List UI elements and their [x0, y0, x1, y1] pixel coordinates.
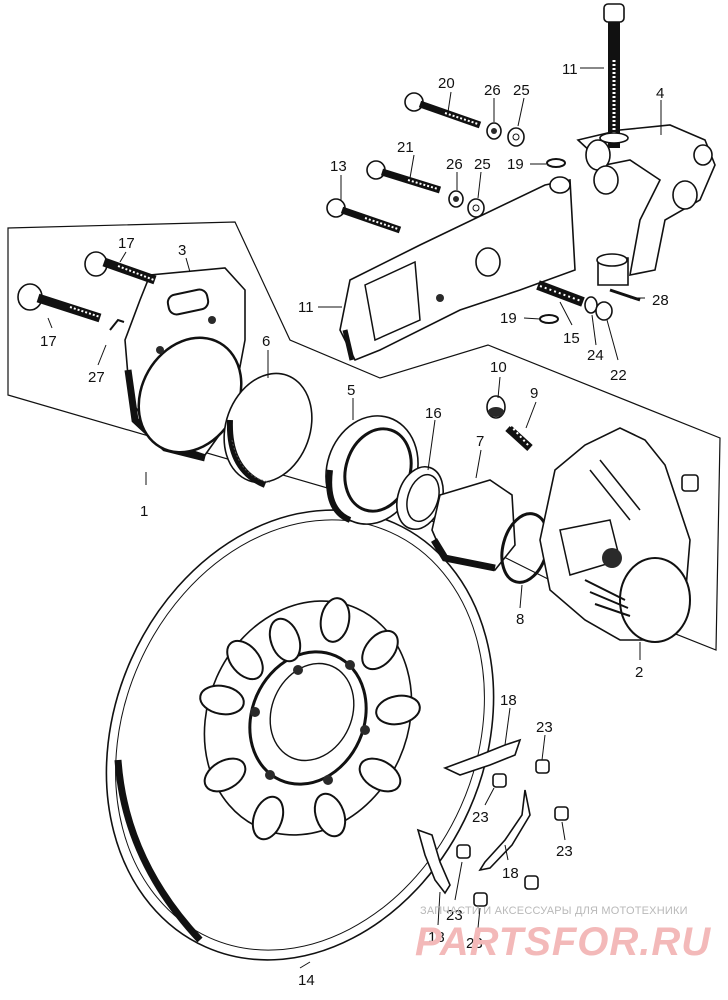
brake-disc	[105, 509, 495, 961]
callout-24: 24	[587, 347, 604, 364]
washers-upper	[486, 122, 525, 147]
brake-pad	[223, 372, 313, 488]
watermark-subtitle: ЗАПЧАСТИ И АКСЕССУАРЫ ДЛЯ МОТОТЕХНИКИ	[420, 905, 688, 917]
cotter-pin	[109, 318, 125, 331]
bolt-21	[366, 160, 442, 194]
callout-27: 27	[88, 369, 105, 386]
callout-12: 11	[562, 61, 578, 78]
callout-18-bottom: 18	[428, 929, 445, 946]
o-ring-19-top	[546, 158, 566, 168]
o-ring-19-bottom	[539, 314, 559, 324]
callout-8: 8	[516, 611, 524, 628]
callout-10: 10	[490, 359, 507, 376]
piston	[431, 479, 516, 572]
leader-lines	[47, 67, 662, 969]
callout-23-c: 23	[556, 843, 573, 860]
callout-26: 26	[446, 156, 463, 173]
callout-25-top: 25	[513, 82, 530, 99]
bolt-17b	[17, 283, 102, 323]
callout-13: 13	[330, 158, 347, 175]
lock-plate-upper	[442, 738, 522, 776]
callout-9: 9	[530, 385, 538, 402]
callout-6: 6	[262, 333, 270, 350]
washer-24	[584, 296, 598, 314]
callout-20: 20	[438, 75, 455, 92]
callout-23-a: 23	[536, 719, 553, 736]
washers-lower	[448, 190, 485, 218]
caliper-body	[539, 427, 691, 643]
bleeder-cap	[486, 395, 506, 419]
callout-18-top: 18	[500, 692, 517, 709]
callout-2: 2	[635, 664, 643, 681]
callout-4: 4	[656, 85, 664, 102]
callout-3: 3	[178, 242, 186, 259]
callout-19-bottom: 19	[500, 310, 517, 327]
bolt-13	[326, 198, 402, 234]
bleeder-valve	[505, 424, 533, 451]
top-bracket	[576, 124, 716, 286]
callout-11-label: 11	[298, 299, 314, 316]
callout-7: 7	[476, 433, 484, 450]
spring	[536, 280, 585, 307]
callout-15: 14	[298, 972, 315, 989]
bolt-20	[404, 92, 482, 129]
callout-21: 21	[397, 139, 414, 156]
small-seal	[396, 466, 444, 530]
long-bolt	[599, 3, 629, 148]
callout-23-e: 23	[466, 935, 483, 952]
lock-plate-left	[416, 828, 451, 895]
callout-26-top: 26	[484, 82, 501, 99]
caliper-outer-plate	[124, 267, 246, 462]
bolt-17a	[84, 251, 157, 285]
seal-ring	[325, 415, 419, 525]
callout-1: 1	[140, 503, 148, 520]
callout-16: 16	[425, 405, 442, 422]
callout-23-d: 23	[446, 907, 463, 924]
nut-22	[595, 301, 613, 321]
callout-25: 25	[474, 156, 491, 173]
watermark-brand: PARTSFOR.RU	[415, 920, 712, 964]
callout-19-top: 19	[507, 156, 524, 173]
callout-22: 22	[610, 367, 627, 384]
callout-5: 5	[347, 382, 355, 399]
lock-plate-right	[478, 789, 531, 872]
nuts-23	[456, 759, 569, 907]
callout-23-b: 23	[472, 809, 489, 826]
callout-14: 15	[563, 330, 580, 347]
callout-18-right: 18	[502, 865, 519, 882]
callout-17-left: 17	[40, 333, 57, 350]
callout-17-top: 17	[118, 235, 135, 252]
caliper-bracket	[339, 176, 576, 362]
caliper-plug	[681, 474, 699, 492]
part-numbers: 11 4 20 26 25 21 26 25 19 13 17 3 28 11 …	[40, 61, 669, 989]
callout-28: 28	[652, 292, 669, 309]
